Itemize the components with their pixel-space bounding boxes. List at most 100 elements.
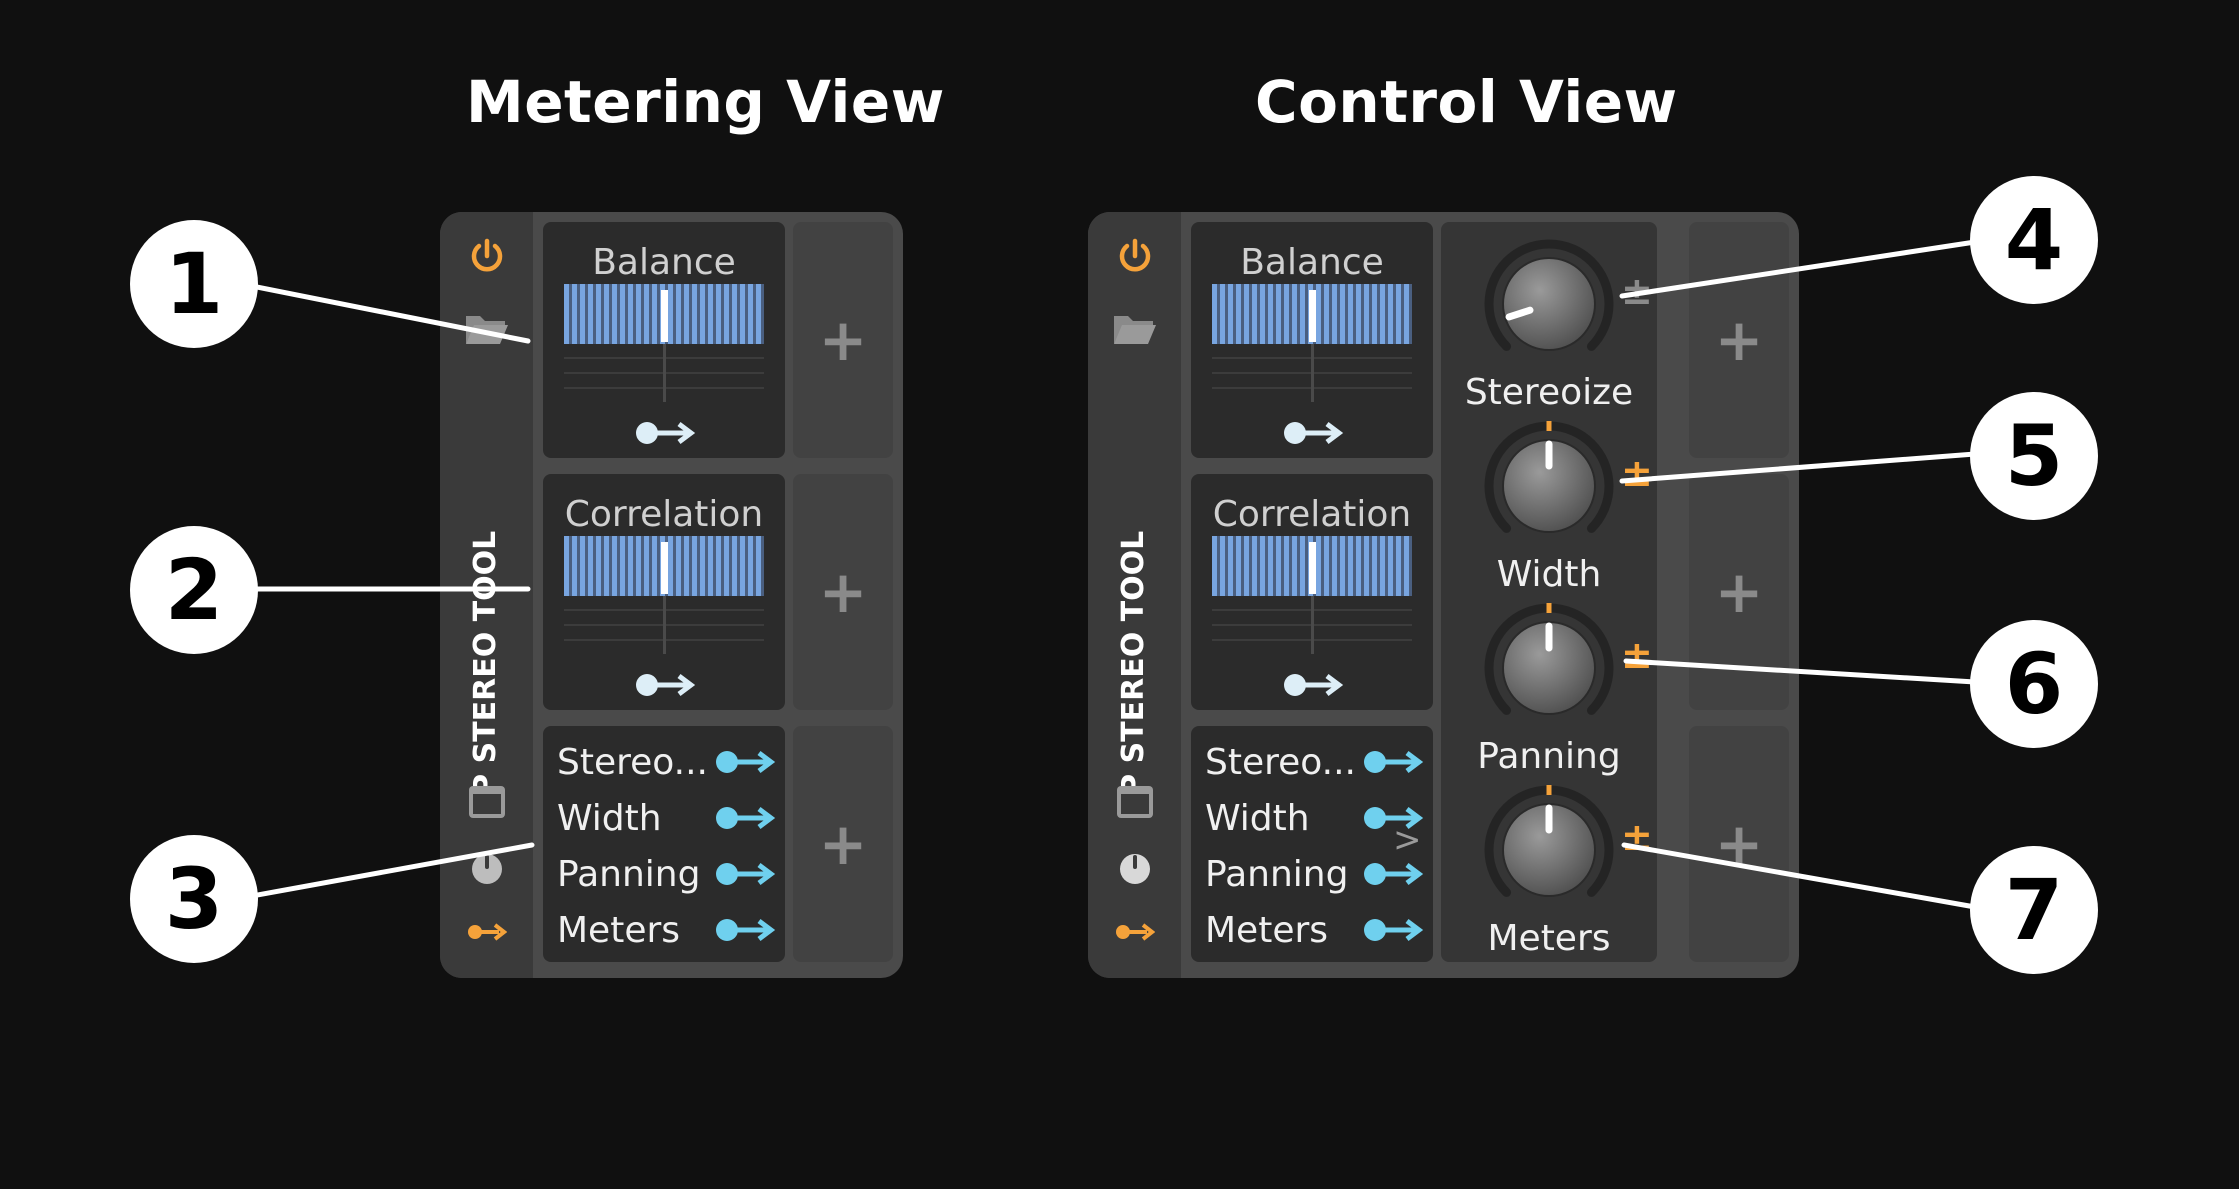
folder-icon[interactable] [440, 310, 533, 346]
correlation-meter-panel: Correlation [1191, 474, 1433, 710]
modulation-out-icon[interactable] [715, 859, 777, 889]
remote-controls-panel: Stereo... Width Panning Meters [543, 726, 785, 962]
modulation-out-icon[interactable] [715, 915, 777, 945]
knob-body [1502, 257, 1596, 351]
modulation-out-icon[interactable] [715, 747, 777, 777]
correlation-meter-grid [564, 596, 764, 654]
remote-control-row[interactable]: Meters [1205, 904, 1425, 956]
device-metering-view: JP STEREO TOOL Balance + Correlation + [440, 212, 903, 978]
modulation-icon[interactable] [440, 920, 533, 944]
correlation-meter-grid [1212, 596, 1412, 654]
knob-cell-stereoize: Stereoize ± [1441, 236, 1657, 416]
remote-label: Meters [1205, 909, 1329, 951]
add-device-slot-1[interactable]: + [793, 222, 893, 458]
device-control-view: JP STEREO TOOL Balance Correlation Stere… [1088, 212, 1799, 978]
remote-label: Panning [557, 853, 701, 895]
remote-control-row[interactable]: Stereo... [557, 736, 777, 788]
add-device-slot-1[interactable]: + [1689, 222, 1789, 458]
add-device-slot-3[interactable]: + [1689, 726, 1789, 962]
modulation-amount-icon[interactable]: ± [1621, 451, 1653, 495]
correlation-meter-bars [1212, 536, 1412, 596]
remote-knobs-panel: Stereoize ± Width ± Panning ± Meters ± [1441, 222, 1657, 962]
callout-badge-6: 6 [1970, 620, 2098, 748]
remote-control-row[interactable]: Stereo... [1205, 736, 1425, 788]
knob-pointer [1505, 306, 1534, 321]
balance-meter-panel: Balance [1191, 222, 1433, 458]
window-icon[interactable] [1088, 784, 1181, 820]
modulation-out-icon[interactable] [1363, 803, 1425, 833]
panning-knob[interactable] [1481, 600, 1617, 736]
device-name: JP STEREO TOOL [1116, 530, 1151, 807]
balance-title: Balance [1240, 242, 1384, 283]
plus-icon: + [1714, 810, 1764, 878]
modulation-amount-icon[interactable]: ± [1621, 269, 1653, 313]
balance-meter-panel: Balance [543, 222, 785, 458]
control-view-title: Control View [1255, 68, 1678, 136]
correlation-meter-bars [564, 536, 764, 596]
remote-control-row[interactable]: Width [557, 792, 777, 844]
stereoize-knob[interactable] [1481, 236, 1617, 372]
modulation-out-icon[interactable] [715, 803, 777, 833]
remote-label: Meters [557, 909, 681, 951]
folder-icon[interactable] [1088, 310, 1181, 346]
callout-badge-1: 1 [130, 220, 258, 348]
remote-control-row[interactable]: Panning [557, 848, 777, 900]
knob-icon[interactable] [1088, 852, 1181, 886]
balance-meter-bars [1212, 284, 1412, 344]
modulation-out-icon[interactable] [1363, 915, 1425, 945]
meters-knob[interactable] [1481, 782, 1617, 918]
remote-label: Stereo... [557, 741, 708, 783]
callout-badge-4: 4 [1970, 176, 2098, 304]
modulation-out-icon[interactable] [1363, 859, 1425, 889]
plus-icon: + [818, 810, 868, 878]
window-icon[interactable] [440, 784, 533, 820]
callout-badge-7: 7 [1970, 846, 2098, 974]
correlation-meter-panel: Correlation [543, 474, 785, 710]
balance-needle [1309, 290, 1316, 342]
knob-icon[interactable] [440, 852, 533, 886]
plus-icon: + [818, 558, 868, 626]
balance-meter-bars [564, 284, 764, 344]
plus-icon: + [1714, 306, 1764, 374]
knob-body [1502, 621, 1596, 715]
remote-label: Width [557, 797, 662, 839]
remote-label: Stereo... [1205, 741, 1356, 783]
knob-label: Panning [1477, 736, 1621, 777]
knob-body [1502, 439, 1596, 533]
expand-chevron-icon[interactable]: > [1393, 820, 1422, 860]
metering-view-title: Metering View [466, 68, 945, 136]
correlation-needle [1309, 542, 1316, 594]
knob-cell-width: Width ± [1441, 418, 1657, 598]
callout-badge-5: 5 [1970, 392, 2098, 520]
modulation-out-icon[interactable] [1363, 747, 1425, 777]
add-device-slot-2[interactable]: + [1689, 474, 1789, 710]
correlation-title: Correlation [564, 494, 764, 535]
remote-controls-panel: Stereo... Width Panning Meters > [1191, 726, 1433, 962]
add-device-slot-2[interactable]: + [793, 474, 893, 710]
modulation-amount-icon[interactable]: ± [1621, 815, 1653, 859]
remote-control-row[interactable]: Width [1205, 792, 1425, 844]
knob-label: Width [1496, 554, 1602, 595]
add-device-slot-3[interactable]: + [793, 726, 893, 962]
power-icon[interactable] [1088, 236, 1181, 276]
balance-title: Balance [592, 242, 736, 283]
knob-body [1502, 803, 1596, 897]
remote-label: Panning [1205, 853, 1349, 895]
modulation-out-icon[interactable] [1283, 670, 1345, 705]
device-name: JP STEREO TOOL [468, 530, 503, 807]
power-icon[interactable] [440, 236, 533, 276]
knob-label: Stereoize [1464, 372, 1634, 413]
remote-control-row[interactable]: Panning [1205, 848, 1425, 900]
knob-cell-panning: Panning ± [1441, 600, 1657, 780]
modulation-out-icon[interactable] [1283, 418, 1345, 453]
remote-control-row[interactable]: Meters [557, 904, 777, 956]
modulation-out-icon[interactable] [635, 418, 697, 453]
knob-label: Meters [1487, 918, 1611, 959]
modulation-out-icon[interactable] [635, 670, 697, 705]
correlation-title: Correlation [1212, 494, 1412, 535]
modulation-amount-icon[interactable]: ± [1621, 633, 1653, 677]
balance-needle [661, 290, 668, 342]
modulation-icon[interactable] [1088, 920, 1181, 944]
remote-label: Width [1205, 797, 1310, 839]
width-knob[interactable] [1481, 418, 1617, 554]
